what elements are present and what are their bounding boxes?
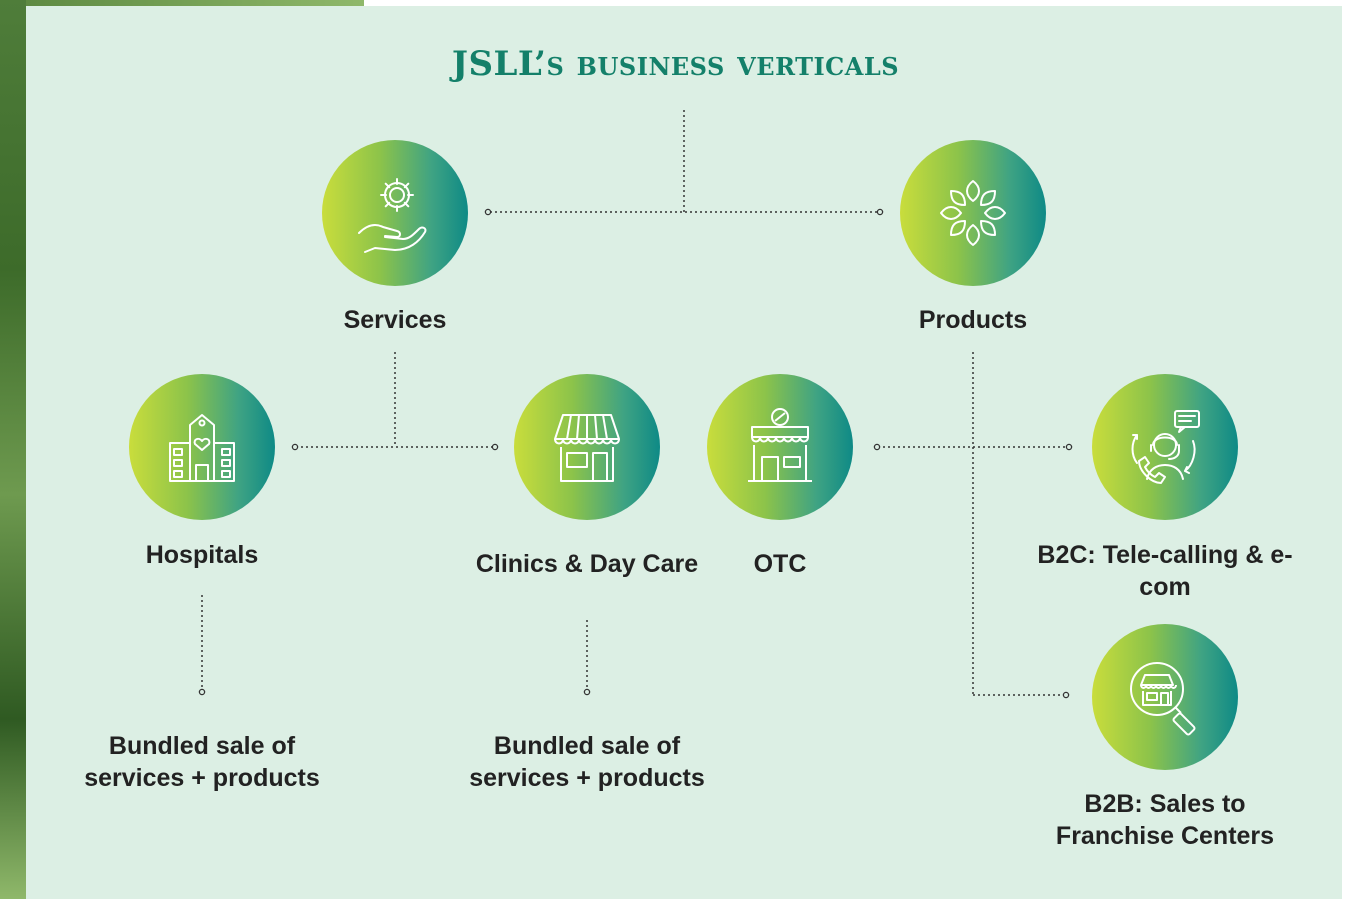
pharmacy-store-icon: [748, 408, 812, 482]
b2b-node-circle: [1092, 624, 1238, 770]
connector-dot: [1065, 443, 1073, 451]
services-node-circle: [322, 140, 468, 286]
call-agent-icon: [1131, 410, 1200, 484]
connector-dot: [484, 208, 492, 216]
background-image-strip: [0, 0, 26, 899]
b2c-node-circle: [1092, 374, 1238, 520]
leaves-icon: [940, 180, 1006, 246]
connector-dot: [491, 443, 499, 451]
store-search-icon: [1130, 662, 1196, 736]
clinics-note: Bundled sale of services + products: [469, 732, 705, 792]
gear-hand-icon: [358, 178, 427, 253]
clinics-label: Clinics & Day Care: [475, 550, 699, 578]
b2c-label: B2C: Tele-calling & e-com: [1037, 541, 1293, 601]
b2b-label: B2B: Sales to Franchise Centers: [1055, 790, 1275, 850]
hospitals-node-circle: [129, 374, 275, 520]
products-label: Products: [918, 306, 1028, 334]
connector-dot: [198, 688, 206, 696]
background-image-top: [26, 0, 364, 6]
connector-dot: [291, 443, 299, 451]
diagram-title: JSLL’s business verticals: [451, 44, 900, 84]
hospital-icon: [169, 414, 235, 482]
products-node-circle: [900, 140, 1046, 286]
connector-dot: [876, 208, 884, 216]
connector-dot: [873, 443, 881, 451]
otc-label: OTC: [753, 550, 807, 578]
otc-node-circle: [707, 374, 853, 520]
services-label: Services: [343, 306, 447, 334]
storefront-icon: [554, 414, 620, 482]
hospitals-note: Bundled sale of services + products: [84, 732, 320, 792]
hospitals-label: Hospitals: [145, 541, 259, 569]
connector-dot: [1062, 691, 1070, 699]
clinics-node-circle: [514, 374, 660, 520]
connector-dot: [583, 688, 591, 696]
